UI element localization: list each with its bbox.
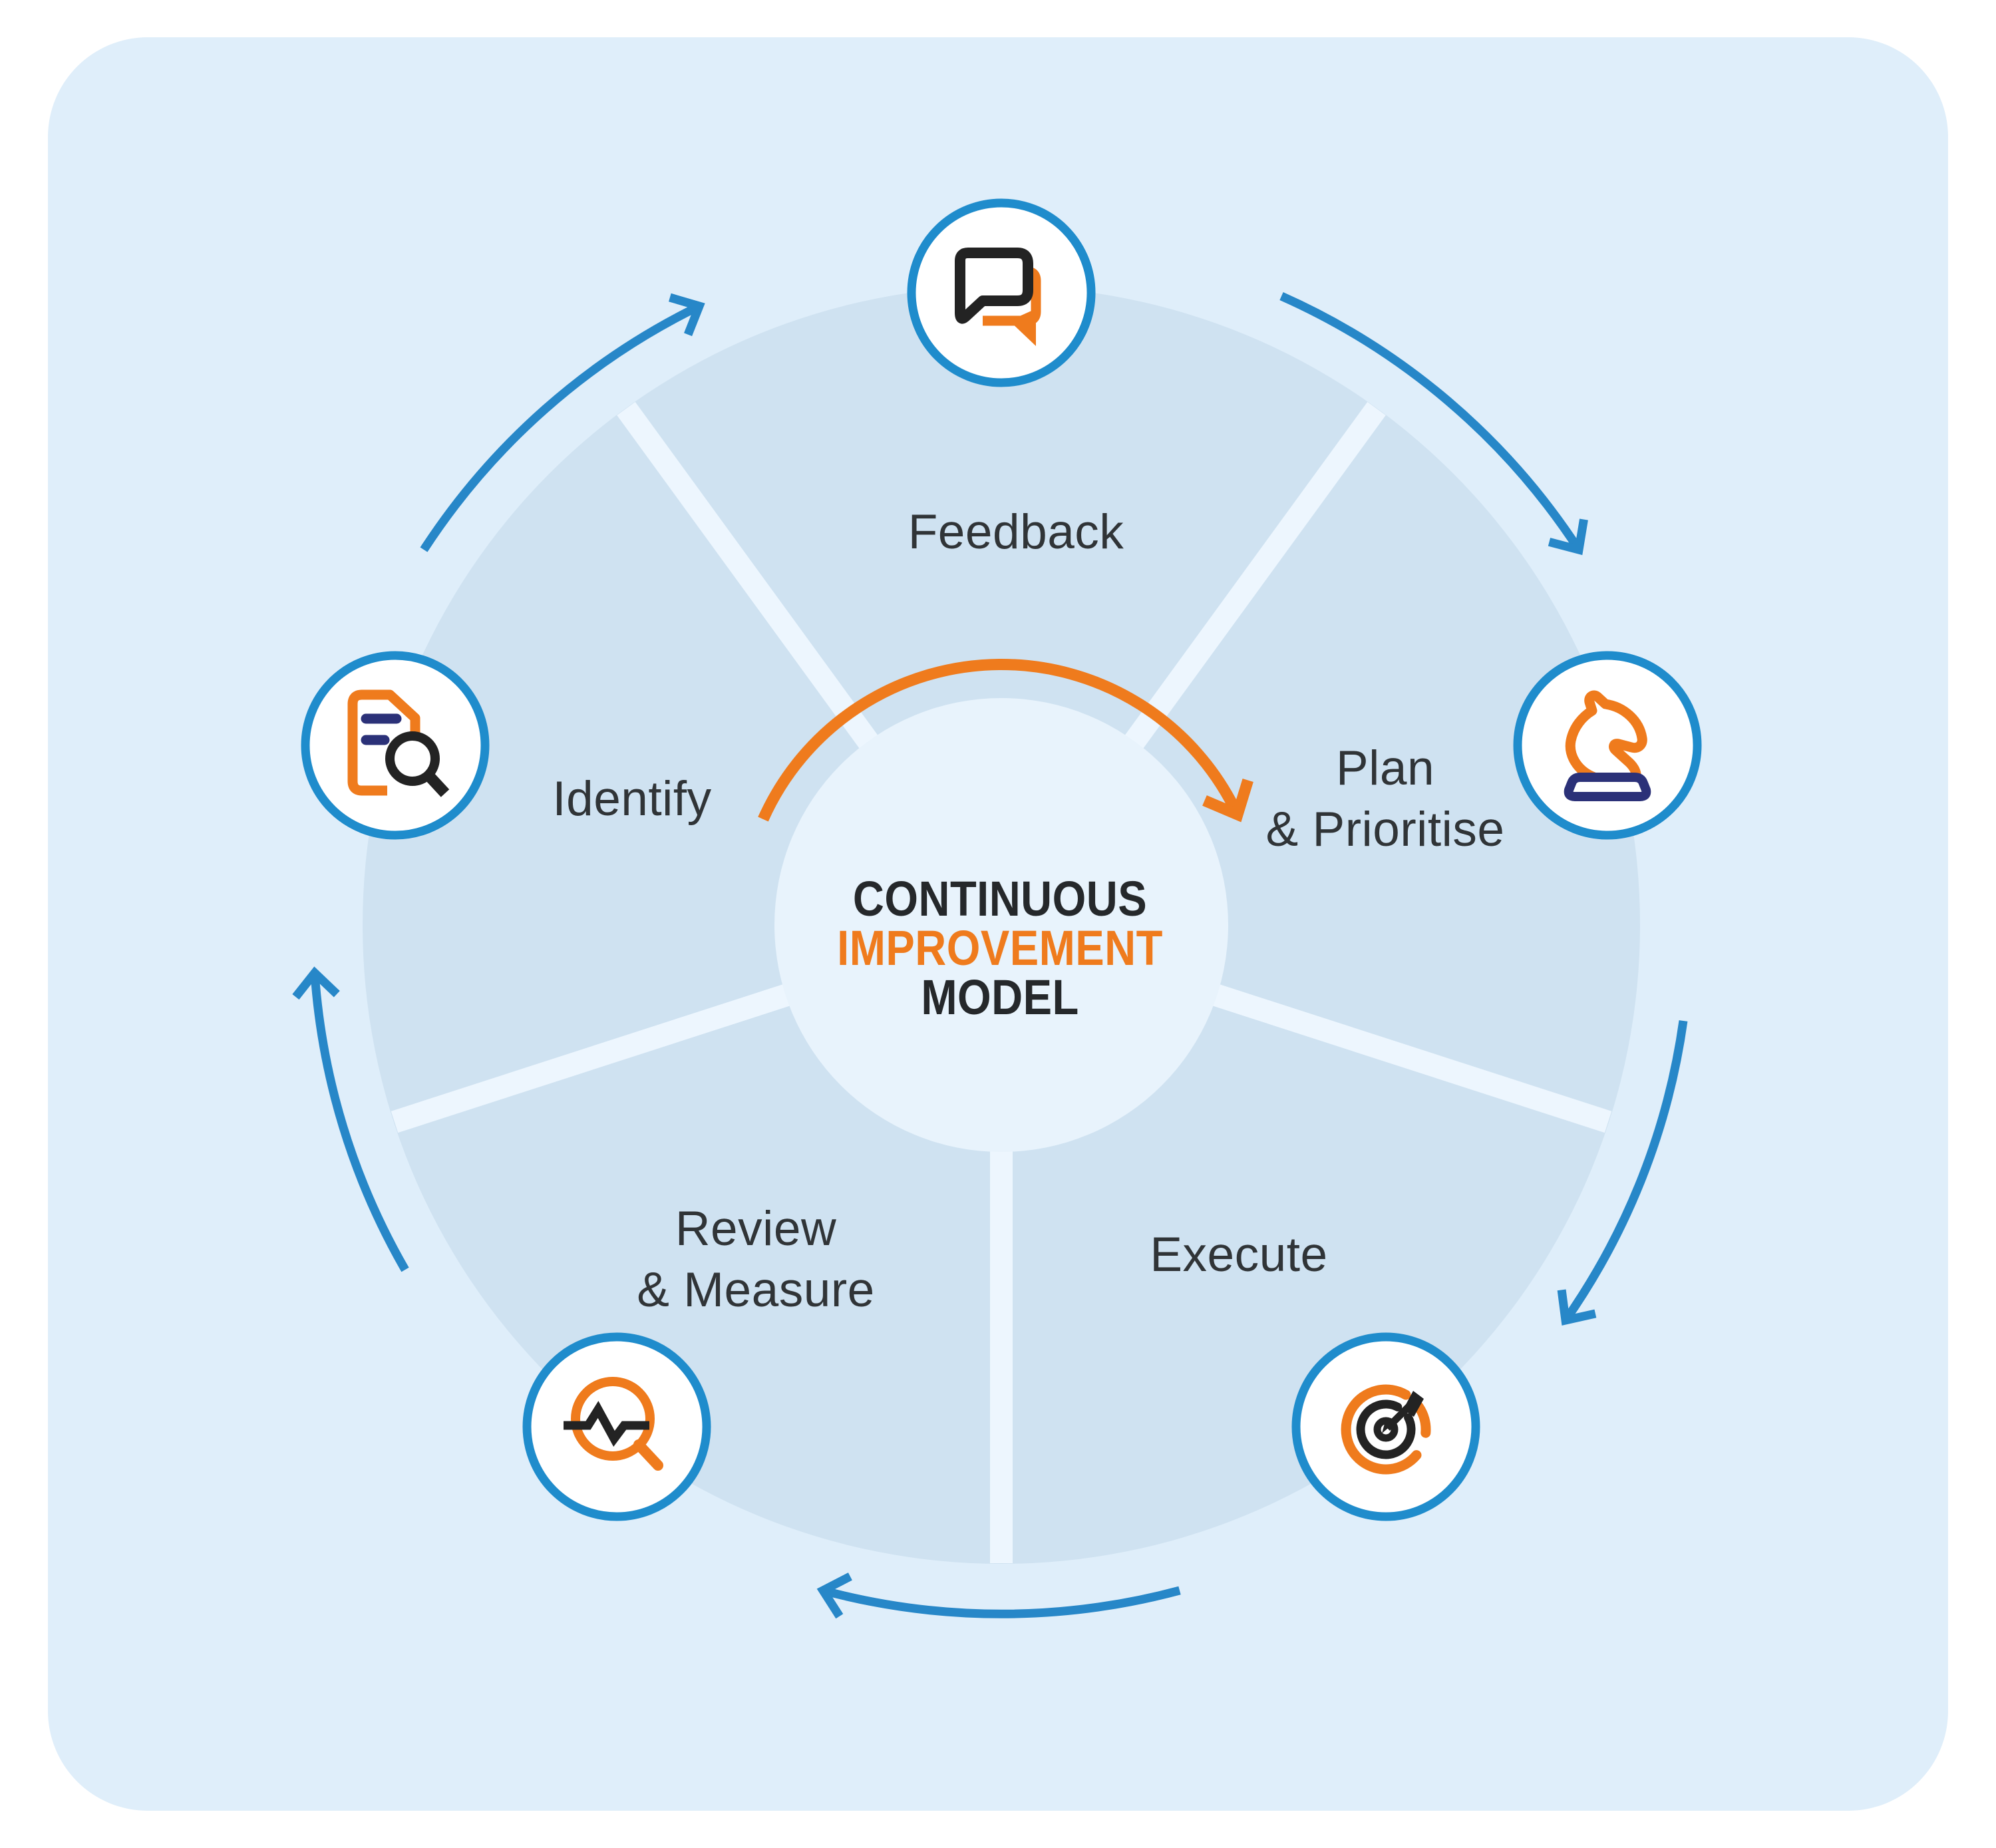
cycle-arrowhead xyxy=(292,966,340,1000)
segment-label-feedback: Feedback xyxy=(908,505,1124,559)
cycle-arrow-feedback-to-plan xyxy=(1279,292,1583,552)
segment-label-plan-prioritise: Plan & Prioritise xyxy=(1266,738,1505,860)
improvement-arrowhead xyxy=(1202,779,1253,823)
segment-divider xyxy=(1187,976,1612,1133)
title-line-model: MODEL xyxy=(921,970,1079,1025)
cycle-arrow-execute-to-review xyxy=(822,1586,1181,1618)
chat-bubbles-icon xyxy=(955,248,1041,346)
hub-circle xyxy=(774,698,1228,1152)
segment-divider xyxy=(391,976,816,1133)
segment-label-line: & Measure xyxy=(637,1263,875,1317)
title-line-improvement: IMPROVEMENT xyxy=(837,920,1163,976)
wheel-ring xyxy=(363,286,1640,1564)
document-search-icon xyxy=(347,689,450,797)
cycle-arrow-plan-to-execute xyxy=(1562,1020,1688,1323)
segment-label-review-measure: Review & Measure xyxy=(637,1199,875,1321)
cycle-arrows xyxy=(292,292,1688,1619)
segment-divider xyxy=(1109,401,1386,771)
chess-knight-icon xyxy=(1564,690,1651,801)
improvement-arrow xyxy=(758,658,1253,823)
cycle-arrow-review-to-identify xyxy=(310,972,409,1272)
icon-circle-plan xyxy=(1513,651,1702,840)
cycle-arrowhead xyxy=(1557,1289,1597,1326)
cycle-arrowhead xyxy=(816,1572,852,1619)
target-dart-icon xyxy=(1341,1384,1431,1475)
cycle-arrowhead xyxy=(1548,518,1588,556)
segment-label-line: Plan xyxy=(1335,741,1435,795)
segment-divider xyxy=(617,401,894,771)
segment-label-line: Review xyxy=(675,1202,837,1256)
title-line-continuous: CONTINUOUS xyxy=(852,871,1148,926)
segment-label-execute: Execute xyxy=(1150,1228,1328,1282)
icon-circle-review xyxy=(522,1332,711,1521)
magnifier-pulse-icon xyxy=(564,1377,663,1471)
segment-dividers xyxy=(391,401,1612,1563)
center-title: CONTINUOUS IMPROVEMENT MODEL xyxy=(837,874,1163,1022)
segment-label-line: & Prioritise xyxy=(1265,803,1505,856)
cycle-arrow-identify-to-feedback xyxy=(420,302,701,552)
segment-label-identify: Identify xyxy=(552,772,712,826)
cycle-arrowhead xyxy=(669,293,705,337)
